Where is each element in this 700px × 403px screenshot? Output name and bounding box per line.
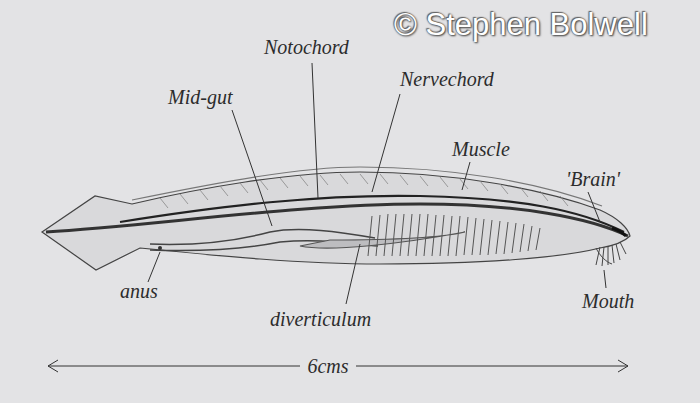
part-label: Nervechord bbox=[398, 68, 496, 90]
part-label: Notochord bbox=[262, 36, 351, 58]
watermark: © Stephen Bolwell bbox=[392, 8, 650, 42]
part-label: Muscle bbox=[450, 138, 512, 160]
part-label: Mouth bbox=[580, 290, 636, 312]
dimension-label: 6cms bbox=[305, 355, 350, 377]
part-label: Mid-gut bbox=[166, 86, 234, 108]
part-label: 'Brain' bbox=[564, 168, 622, 190]
part-label: diverticulum bbox=[268, 308, 373, 330]
part-label: anus bbox=[118, 280, 160, 302]
